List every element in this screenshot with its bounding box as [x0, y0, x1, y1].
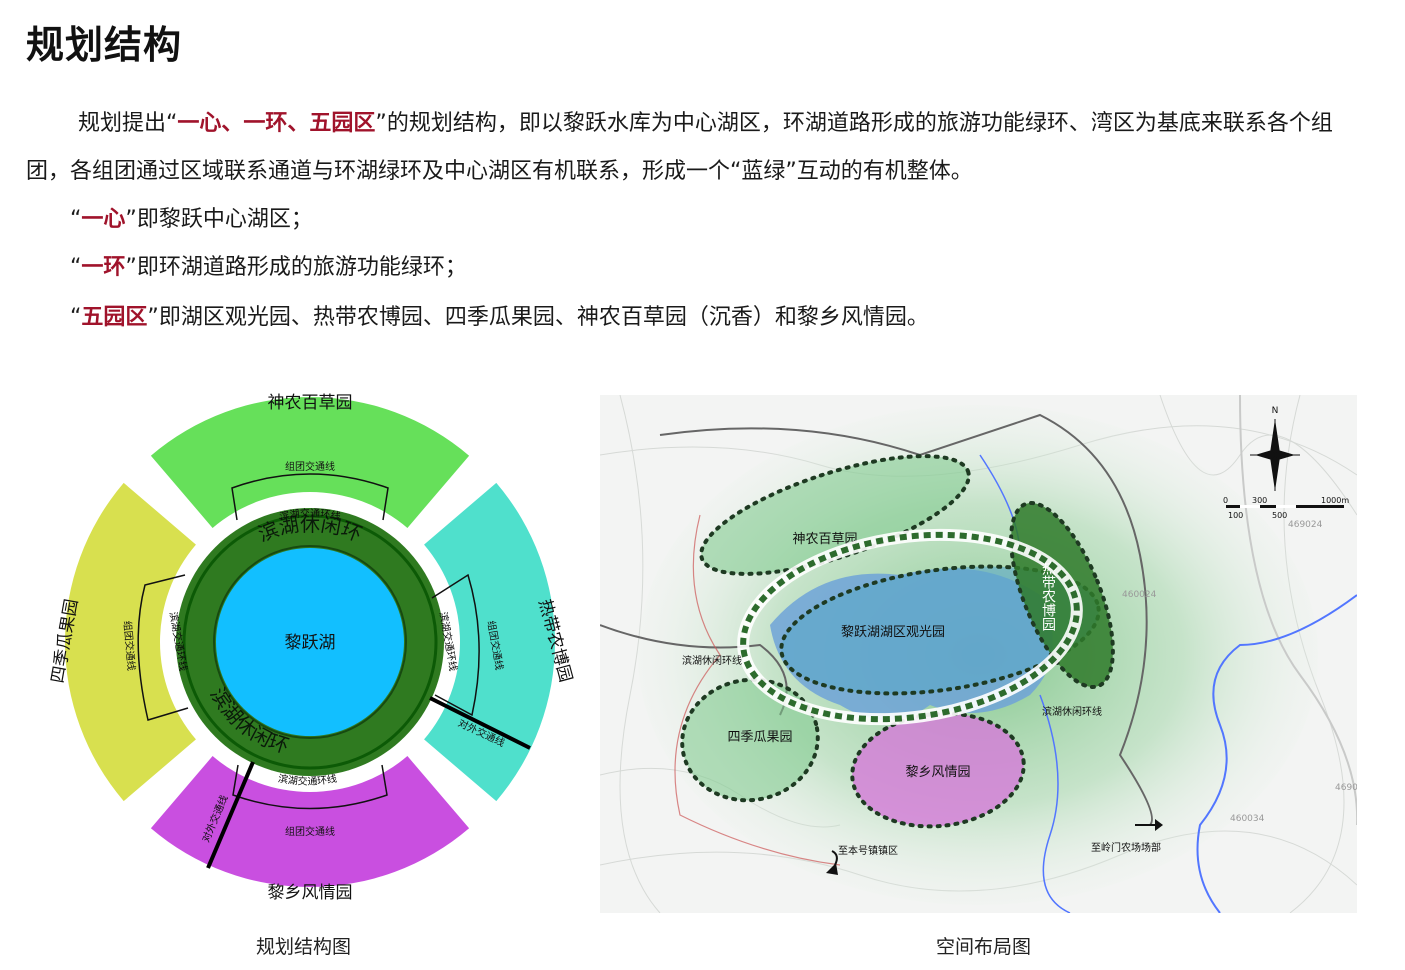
zone-label-lixiang: 黎乡风情园	[905, 765, 970, 780]
map-caption: 空间布局图	[936, 936, 1032, 958]
structure-diagram: 黎跃湖 滨湖休闲环 滨湖休闲环 滨湖交通环线 滨湖交通环线 滨湖交通环线 滨湖交…	[48, 393, 576, 903]
quote-open: “	[70, 305, 82, 330]
item-five-parks: “五园区”即湖区观光园、热带农博园、四季瓜果园、神农百草园（沉香）和黎乡风情园。	[70, 294, 929, 342]
scale-label-300: 300	[1252, 496, 1267, 505]
sector-right	[424, 482, 555, 802]
cluster-road-right	[431, 573, 480, 717]
ring-label-left: 滨湖休闲环线	[682, 654, 742, 667]
item-text: ”即黎跃中心湖区；	[125, 207, 313, 232]
intro-paragraph: 规划提出“一心、一环、五园区”的规划结构，即以黎跃水库为中心湖区，环湖道路形成的…	[26, 100, 1366, 196]
page-title: 规划结构	[26, 23, 183, 67]
compass-icon	[1250, 419, 1300, 491]
scale-label-100: 100	[1228, 511, 1243, 520]
item-key: 一环	[81, 255, 126, 280]
cluster-road-bottom	[232, 764, 388, 810]
item-text: ”即湖区观光园、热带农博园、四季瓜果园、神农百草园（沉香）和黎乡风情园。	[147, 305, 929, 330]
exit-label-right: 至岭门农场场部	[1091, 841, 1161, 854]
sector-top	[150, 396, 470, 528]
scale-bar-segment	[1276, 505, 1296, 508]
grid-label: 460024	[1122, 590, 1157, 600]
item-key: 一心	[81, 207, 126, 232]
zone-label-lake-park: 黎跃湖湖区观光园	[841, 625, 945, 640]
sector-label-top: 神农百草园	[268, 393, 353, 413]
cluster-road-left	[137, 574, 189, 721]
sector-label-bottom: 黎乡风情园	[268, 883, 353, 903]
cluster-road-top	[231, 473, 389, 521]
scale-label-0: 0	[1223, 496, 1228, 505]
item-text: ”即环湖道路形成的旅游功能绿环；	[125, 255, 467, 280]
scale-label-1000: 1000m	[1321, 496, 1349, 505]
structure-caption: 规划结构图	[256, 936, 352, 958]
road-red	[674, 514, 841, 866]
ring-inner-edge	[213, 545, 407, 739]
ring-road-line	[182, 514, 438, 770]
zone-label-tropical: 热带农博园	[1040, 561, 1056, 631]
intro-highlight: 一心、一环、五园区	[177, 111, 376, 136]
zone-lixiang	[850, 711, 1026, 829]
sector-left	[64, 482, 196, 802]
external-road-right	[429, 696, 531, 750]
lake-label: 黎跃湖	[285, 633, 336, 653]
zone-label-shennong: 神农百草园	[792, 532, 857, 547]
item-one-ring: “一环”即环湖道路形成的旅游功能绿环；	[70, 244, 467, 292]
quote-open: “	[70, 255, 82, 280]
scale-label-500: 500	[1272, 511, 1287, 520]
leisure-ring-road	[740, 531, 1080, 723]
external-road-bottom	[206, 761, 255, 869]
cluster-road-label-bottom: 组团交通线	[285, 825, 335, 838]
intro-suffix: ”的规划结构，即以黎跃水库为中心湖区，环湖道路形成的旅游功能绿环、湾区为基底来联…	[26, 111, 1333, 184]
sector-bottom	[150, 756, 470, 887]
river-east	[1196, 594, 1357, 913]
quote-open: “	[70, 207, 82, 232]
scale-bar-segment	[1240, 505, 1260, 508]
zone-fruit	[680, 677, 820, 803]
zone-label-fruit: 四季瓜果园	[727, 730, 792, 745]
item-one-heart: “一心”即黎跃中心湖区；	[70, 196, 313, 244]
cluster-road-label-left: 组团交通线	[121, 620, 138, 671]
grid-label: 4690	[1335, 783, 1357, 793]
exit-arrowhead-left	[826, 863, 838, 875]
north-label: N	[1272, 406, 1279, 416]
exit-arrowhead-right	[1155, 819, 1163, 831]
grid-label: 469024	[1288, 520, 1323, 530]
cluster-road-label-top: 组团交通线	[285, 460, 335, 473]
boundary-line	[1239, 395, 1357, 825]
road-main	[659, 413, 1153, 826]
ring-label-right: 滨湖休闲环线	[1042, 705, 1102, 718]
lake-circle	[216, 548, 404, 736]
grid-label: 460034	[1230, 814, 1265, 824]
layout-map: 神农百草园 黎跃湖湖区观光园 热带农博园 四季瓜果园 黎乡风情园 滨湖休闲环线 …	[600, 395, 1357, 913]
item-key: 五园区	[81, 305, 148, 330]
exit-label-left: 至本号镇镇区	[838, 844, 898, 857]
river-south	[1039, 694, 1071, 913]
intro-prefix: 规划提出“	[78, 111, 178, 136]
